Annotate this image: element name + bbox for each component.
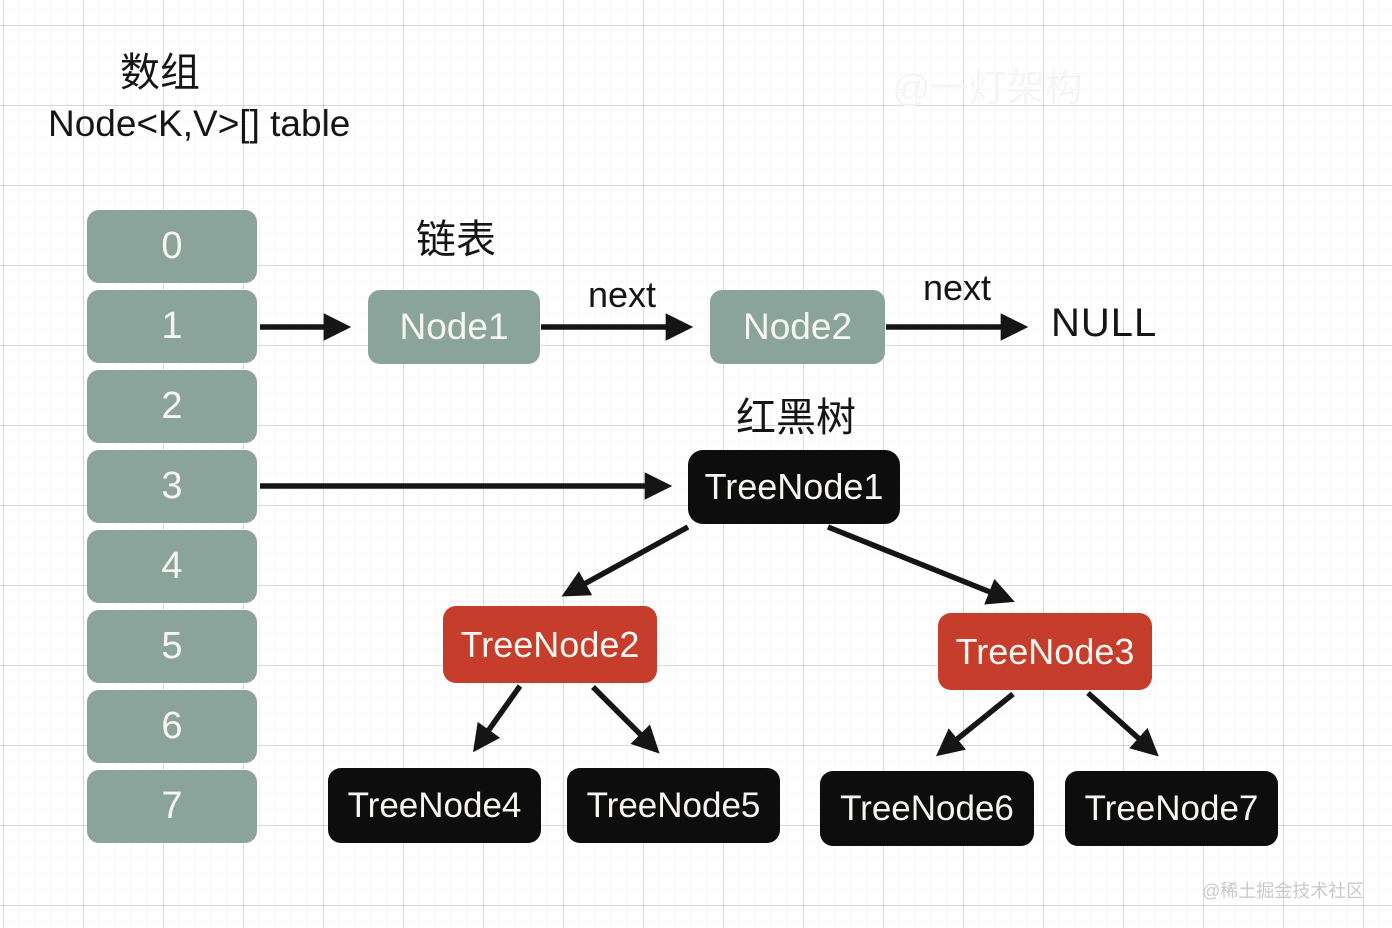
next-edge-label-2: next — [923, 267, 992, 308]
array-cell-0: 0 — [87, 210, 257, 283]
tree-node-4: TreeNode4 — [328, 768, 541, 843]
array-section-title: 数组 — [120, 51, 200, 95]
tree-node-7: TreeNode7 — [1065, 771, 1278, 846]
list-node-2: Node2 — [710, 290, 885, 364]
arrow-treenode3-to-treenode7 — [1086, 690, 1159, 757]
arrow-treenode2-to-treenode4 — [473, 684, 523, 753]
array-cell-4: 4 — [87, 530, 257, 603]
null-terminal-label: NULL — [1051, 301, 1158, 345]
next-edge-label-1: next — [588, 274, 657, 315]
array-cell-5: 5 — [87, 610, 257, 683]
array-cell-6: 6 — [87, 690, 257, 763]
list-node-1: Node1 — [368, 290, 540, 364]
arrow-treenode1-to-treenode3 — [826, 524, 1015, 605]
watermark-top: @一灯架构 — [892, 68, 1083, 110]
linked-list-section-title: 链表 — [416, 218, 496, 262]
tree-node-2: TreeNode2 — [443, 606, 657, 683]
array-cell-3: 3 — [87, 450, 257, 523]
array-cell-1: 1 — [87, 290, 257, 363]
arrow-treenode3-to-treenode6 — [935, 691, 1015, 757]
array-type-label: Node<K,V>[] table — [48, 103, 351, 144]
arrow-treenode1-to-treenode2 — [561, 524, 690, 597]
tree-node-3: TreeNode3 — [938, 613, 1152, 690]
tree-node-6: TreeNode6 — [820, 771, 1034, 846]
arrow-treenode2-to-treenode5 — [591, 685, 660, 754]
watermark-bottom: @稀土掘金技术社区 — [1202, 881, 1365, 901]
array-cell-2: 2 — [87, 370, 257, 443]
array-cell-7: 7 — [87, 770, 257, 843]
tree-node-5: TreeNode5 — [567, 768, 780, 843]
tree-section-title: 红黑树 — [736, 396, 856, 440]
tree-node-1: TreeNode1 — [688, 450, 900, 524]
